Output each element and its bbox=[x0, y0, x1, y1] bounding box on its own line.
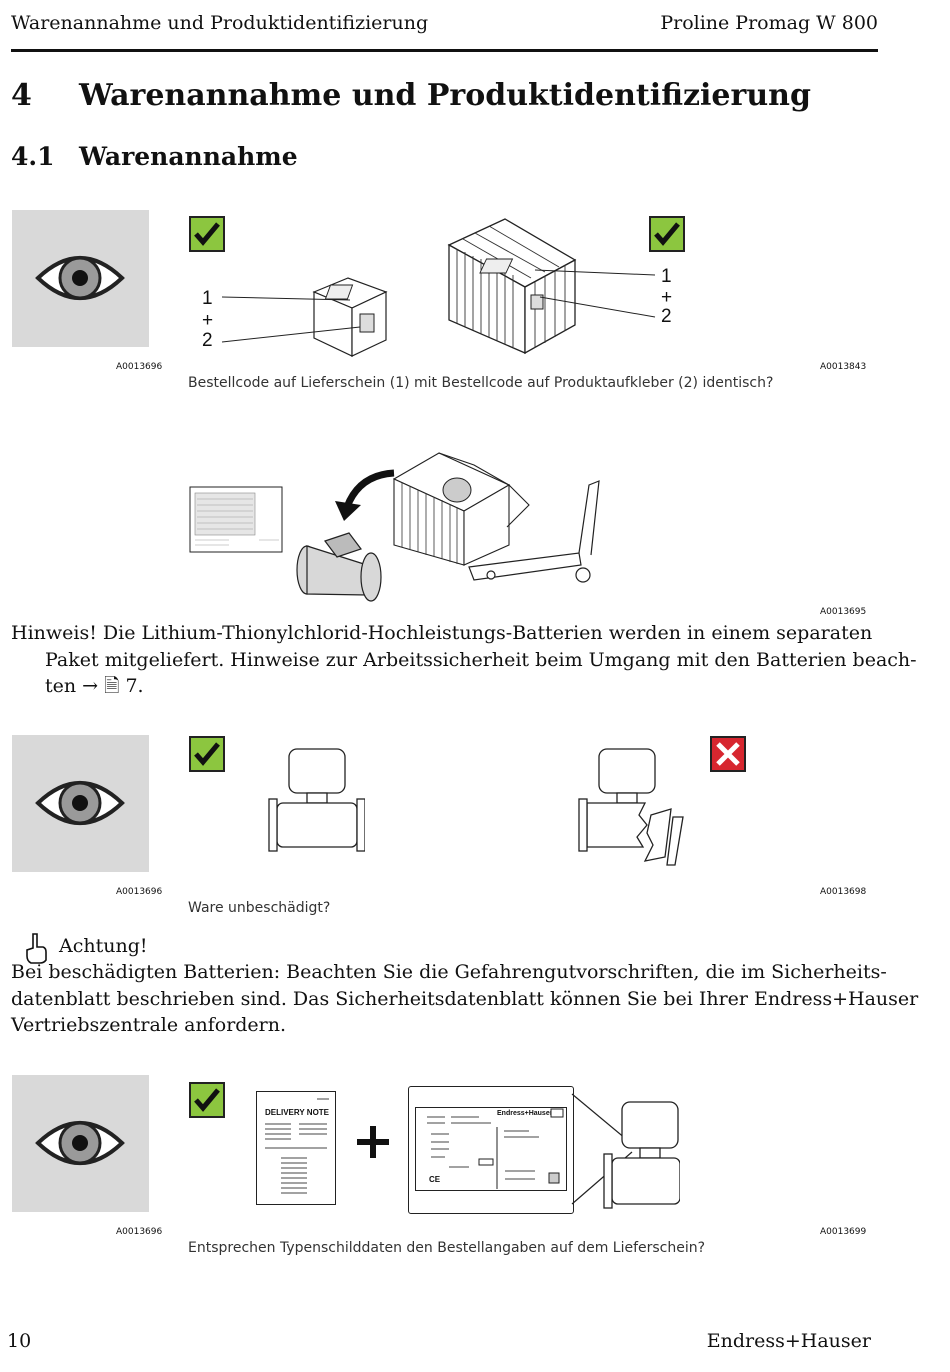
intact-flowmeter-illustration bbox=[268, 748, 365, 852]
delivery-note-document: DELIVERY NOTE bbox=[256, 1091, 336, 1205]
figure-code: A0013695 bbox=[820, 607, 867, 617]
running-header-left: Warenannahme und Produktidentifizierung bbox=[11, 12, 429, 34]
caution-title: Achtung! bbox=[59, 935, 148, 957]
note-line: Paket mitgeliefert. Hinweise zur Arbeits… bbox=[45, 648, 917, 671]
eye-panel bbox=[12, 210, 149, 347]
documentation-sheet bbox=[189, 486, 283, 553]
page-reference-link[interactable]: 7. bbox=[125, 675, 144, 697]
subsection-title: Warenannahme bbox=[79, 142, 298, 171]
callout-plus: + bbox=[202, 310, 214, 331]
figure-code: A0013843 bbox=[820, 362, 867, 372]
pallet-truck bbox=[468, 480, 600, 583]
callout-2: 2 bbox=[661, 306, 672, 327]
note-paragraph: Hinweis! Die Lithium-Thionylchlorid-Hoch… bbox=[11, 620, 917, 700]
eye-icon bbox=[35, 256, 125, 300]
figure-code: A0013696 bbox=[116, 362, 163, 372]
caution-line: Vertriebszentrale anfordern. bbox=[11, 1014, 287, 1036]
figure-caption: Entsprechen Typenschilddaten den Bestell… bbox=[188, 1240, 706, 1256]
section-title: Warenannahme und Produktidentifizierung bbox=[79, 78, 811, 113]
footer-brand: Endress+Hauser bbox=[706, 1330, 871, 1352]
figure-code: A0013696 bbox=[116, 887, 163, 897]
page-number: 10 bbox=[7, 1330, 32, 1352]
open-crate bbox=[392, 452, 530, 566]
figure-code: A0013696 bbox=[116, 1227, 163, 1237]
note-line: Hinweis! Die Lithium-Thionylchlorid-Hoch… bbox=[11, 622, 873, 644]
callout-plus: + bbox=[661, 287, 673, 308]
header-rule bbox=[11, 49, 878, 52]
delivery-note-title: DELIVERY NOTE bbox=[265, 1108, 330, 1117]
pointing-hand-icon bbox=[26, 933, 47, 964]
document-lines bbox=[265, 1098, 329, 1194]
callout-1: 1 bbox=[202, 288, 213, 309]
callout-lines bbox=[534, 269, 656, 318]
figure-code: A0013699 bbox=[820, 1227, 867, 1237]
check-icon bbox=[189, 216, 225, 252]
callout-1: 1 bbox=[661, 266, 672, 287]
page-reference-icon: 🗎 bbox=[104, 675, 126, 697]
caution-line: datenblatt beschrieben sind. Das Sicherh… bbox=[11, 987, 919, 1010]
caution-paragraph: Bei beschädigten Batterien: Beachten Sie… bbox=[11, 959, 918, 1039]
figure-caption: Bestellcode auf Lieferschein (1) mit Bes… bbox=[188, 375, 774, 391]
note-text: ten → bbox=[45, 675, 105, 697]
subsection-number: 4.1 bbox=[11, 142, 55, 171]
running-header-right: Proline Promag W 800 bbox=[660, 12, 878, 34]
nameplate-frame bbox=[415, 1107, 567, 1191]
nameplate-lines bbox=[427, 1108, 564, 1189]
figure-code: A0013698 bbox=[820, 887, 867, 897]
crate-illustration bbox=[447, 218, 577, 355]
ce-mark: CE bbox=[429, 1175, 441, 1184]
callout-2: 2 bbox=[202, 330, 213, 351]
nameplate-brand: Endress+Hauser bbox=[497, 1110, 553, 1117]
check-icon bbox=[189, 736, 225, 772]
check-icon bbox=[649, 216, 685, 252]
nameplate: Endress+Hauser CE bbox=[408, 1086, 574, 1214]
caution-line: Bei beschädigten Batterien: Beachten Sie… bbox=[11, 961, 887, 983]
flowmeter-sensor bbox=[296, 532, 382, 602]
eye-icon bbox=[35, 781, 125, 825]
callout-lines bbox=[221, 296, 361, 343]
eye-icon bbox=[35, 1121, 125, 1165]
figure-caption: Ware unbeschädigt? bbox=[188, 900, 331, 916]
eye-panel bbox=[12, 735, 149, 872]
unpacking-illustration bbox=[189, 452, 600, 602]
check-icon bbox=[189, 1082, 225, 1118]
damaged-flowmeter-illustration bbox=[578, 748, 684, 866]
small-package-illustration bbox=[312, 277, 388, 357]
plus-icon bbox=[357, 1126, 389, 1158]
flowmeter-with-nameplate-illustration bbox=[571, 1093, 680, 1209]
cross-icon bbox=[710, 736, 746, 772]
section-number: 4 bbox=[11, 78, 32, 113]
eye-panel bbox=[12, 1075, 149, 1212]
note-line: ten → 🗎 7. bbox=[11, 673, 917, 700]
